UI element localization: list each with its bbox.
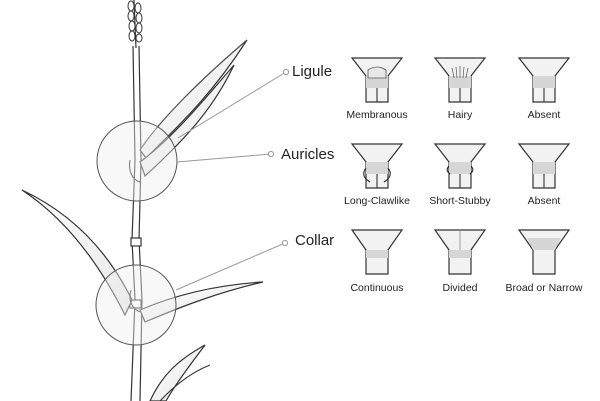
membranous-ligule-icon [350,57,404,103]
hairy-ligule-icon [433,57,487,103]
absent-ligule-caption: Absent [527,109,561,121]
hairy-caption: Hairy [447,109,473,121]
upper-node-magnifier-circle [96,120,178,202]
absent-auricles-icon [517,143,571,189]
stem [129,45,143,401]
long-clawlike-auricles-icon [350,143,404,189]
broad-or-narrow-caption: Broad or Narrow [505,282,583,294]
lower-node-magnifier-circle [95,264,177,346]
absent-auricles-caption: Absent [527,195,561,207]
seed-head [127,0,143,49]
continuous-collar-icon [350,229,404,275]
auricles-callout-label: Auricles [281,146,335,163]
divided-collar-icon [433,229,487,275]
ligule-callout-label: Ligule [292,63,333,80]
long-clawlike-caption: Long-Clawlike [344,195,410,207]
broad-narrow-collar-icon [517,229,571,275]
continuous-caption: Continuous [350,282,404,294]
left-leaf [21,189,133,317]
middle-leaf [139,64,235,178]
short-stubby-auricles-icon [433,143,487,189]
absent-ligule-icon [517,57,571,103]
callout-lines [175,68,290,291]
bottom-leaf [149,344,206,401]
short-stubby-caption: Short-Stubby [429,195,491,207]
divided-caption: Divided [442,282,478,294]
collar-callout-label: Collar [295,232,335,249]
membranous-caption: Membranous [346,109,408,121]
